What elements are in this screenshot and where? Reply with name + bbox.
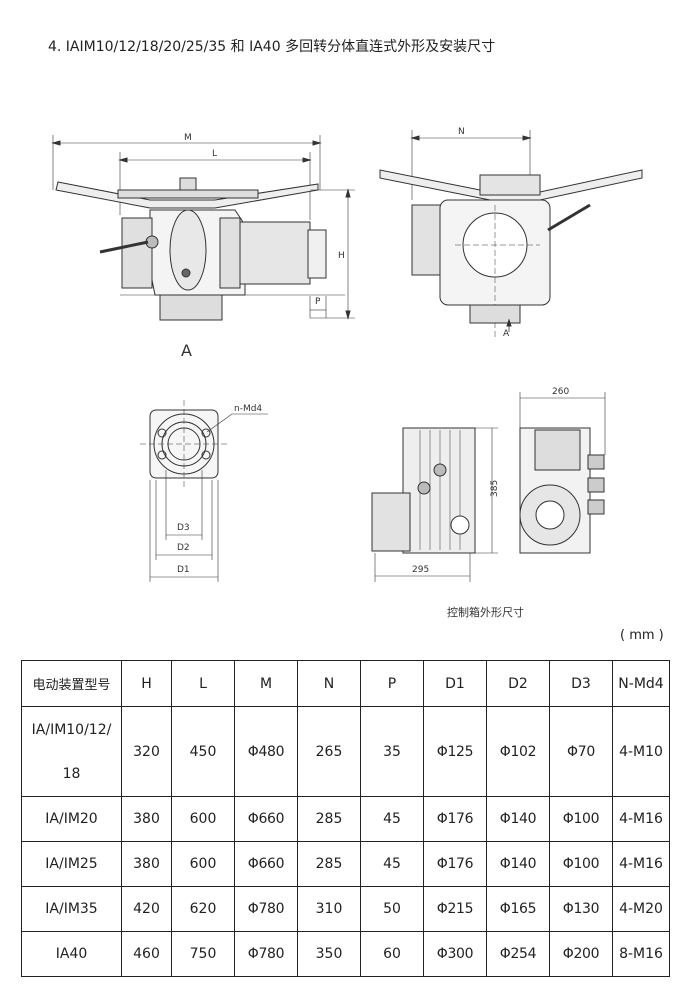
- table-cell: Φ200: [549, 931, 613, 977]
- table-row: IA40 460 750 Φ780 350 60 Φ300 Φ254 Φ200 …: [21, 931, 670, 977]
- table-cell: Φ176: [423, 841, 487, 887]
- table-cell: 750: [171, 931, 235, 977]
- table-header-cell: D3: [549, 660, 613, 707]
- table-cell-model: IA/IM10/12/ 18: [21, 706, 122, 797]
- table-cell: Φ780: [234, 931, 298, 977]
- table-header-cell: D1: [423, 660, 487, 707]
- front-view-drawing: [51, 135, 355, 321]
- table-header-row: 电动装置型号 H L M N P D1 D2 D3 N-Md4: [21, 660, 670, 707]
- table-cell: Φ254: [486, 931, 550, 977]
- table-cell: Φ140: [486, 841, 550, 887]
- spec-table: 电动装置型号 H L M N P D1 D2 D3 N-Md4 IA/IM10/…: [21, 660, 670, 977]
- table-cell: 310: [297, 886, 361, 932]
- dim-label-P: P: [315, 297, 321, 307]
- table-header-cell: 电动装置型号: [21, 660, 122, 707]
- table-cell: 285: [297, 796, 361, 842]
- table-cell-model: IA/IM20: [21, 796, 122, 842]
- table-cell: 8-M16: [612, 931, 670, 977]
- table-cell: 4-M16: [612, 841, 670, 887]
- table-cell: Φ300: [423, 931, 487, 977]
- table-cell: 620: [171, 886, 235, 932]
- table-row: IA/IM25 380 600 Φ660 285 45 Φ176 Φ140 Φ1…: [21, 841, 670, 887]
- table-cell: 380: [121, 796, 172, 842]
- table-cell: Φ165: [486, 886, 550, 932]
- model-line-2: 18: [62, 765, 81, 782]
- table-row: IA/IM35 420 620 Φ780 310 50 Φ215 Φ165 Φ1…: [21, 886, 670, 932]
- flange-view-drawing: [140, 400, 268, 582]
- table-cell: Φ660: [234, 841, 298, 887]
- dim-label-385: 385: [490, 480, 500, 497]
- control-box-caption: 控制箱外形尺寸: [447, 606, 524, 619]
- table-cell: 4-M16: [612, 796, 670, 842]
- table-row: IA/IM10/12/ 18 320 450 Φ480 265 35 Φ125 …: [21, 706, 670, 797]
- dim-label-L: L: [212, 149, 217, 159]
- table-cell: Φ780: [234, 886, 298, 932]
- dim-label-D1: D1: [177, 565, 190, 575]
- table-cell: Φ215: [423, 886, 487, 932]
- dim-label-M: M: [184, 133, 192, 143]
- technical-drawings: M L H P A N A n-Md4 D3 D2 D1 260 385 295: [51, 127, 643, 582]
- table-header-cell: M: [234, 660, 298, 707]
- table-cell: Φ102: [486, 706, 550, 797]
- table-cell: Φ100: [549, 841, 613, 887]
- table-cell: 600: [171, 841, 235, 887]
- model-line-1: IA/IM10/12/: [31, 721, 112, 738]
- view-label-A: A: [181, 341, 192, 360]
- table-cell-model: IA40: [21, 931, 122, 977]
- dim-label-H: H: [338, 251, 345, 261]
- table-cell-model: IA/IM35: [21, 886, 122, 932]
- table-cell: 320: [121, 706, 172, 797]
- table-cell: 420: [121, 886, 172, 932]
- control-box-side-drawing: [371, 427, 498, 582]
- table-cell: 60: [360, 931, 424, 977]
- table-cell: 50: [360, 886, 424, 932]
- table-cell: 380: [121, 841, 172, 887]
- table-header-cell: H: [121, 660, 172, 707]
- table-cell: 450: [171, 706, 235, 797]
- table-cell: Φ125: [423, 706, 487, 797]
- table-header-cell: P: [360, 660, 424, 707]
- table-header-cell: N-Md4: [612, 660, 670, 707]
- table-cell: 285: [297, 841, 361, 887]
- control-box-front-drawing: [519, 392, 606, 554]
- table-cell: 600: [171, 796, 235, 842]
- unit-label: ( mm ): [620, 628, 664, 643]
- table-cell: 35: [360, 706, 424, 797]
- table-cell: 350: [297, 931, 361, 977]
- arrow-label-A: A: [503, 329, 510, 339]
- table-cell: 4-M10: [612, 706, 670, 797]
- table-cell: Φ140: [486, 796, 550, 842]
- dim-label-260: 260: [552, 387, 569, 397]
- table-row: IA/IM20 380 600 Φ660 285 45 Φ176 Φ140 Φ1…: [21, 796, 670, 842]
- dim-label-D2: D2: [177, 543, 190, 553]
- table-cell: Φ100: [549, 796, 613, 842]
- table-header-cell: N: [297, 660, 361, 707]
- label-n-md4: n-Md4: [234, 404, 262, 414]
- table-cell: 45: [360, 841, 424, 887]
- table-cell: 265: [297, 706, 361, 797]
- table-cell-model: IA/IM25: [21, 841, 122, 887]
- table-cell: Φ480: [234, 706, 298, 797]
- table-cell: 4-M20: [612, 886, 670, 932]
- dim-label-295: 295: [412, 565, 429, 575]
- table-cell: Φ660: [234, 796, 298, 842]
- table-cell: Φ130: [549, 886, 613, 932]
- dim-label-D3: D3: [177, 523, 190, 533]
- side-view-drawing: [379, 130, 643, 340]
- page-title: 4. IAIM10/12/18/20/25/35 和 IA40 多回转分体直连式…: [48, 39, 496, 55]
- dim-label-N: N: [458, 127, 465, 137]
- table-cell: 460: [121, 931, 172, 977]
- table-cell: Φ70: [549, 706, 613, 797]
- table-header-cell: D2: [486, 660, 550, 707]
- table-cell: 45: [360, 796, 424, 842]
- table-cell: Φ176: [423, 796, 487, 842]
- table-header-cell: L: [171, 660, 235, 707]
